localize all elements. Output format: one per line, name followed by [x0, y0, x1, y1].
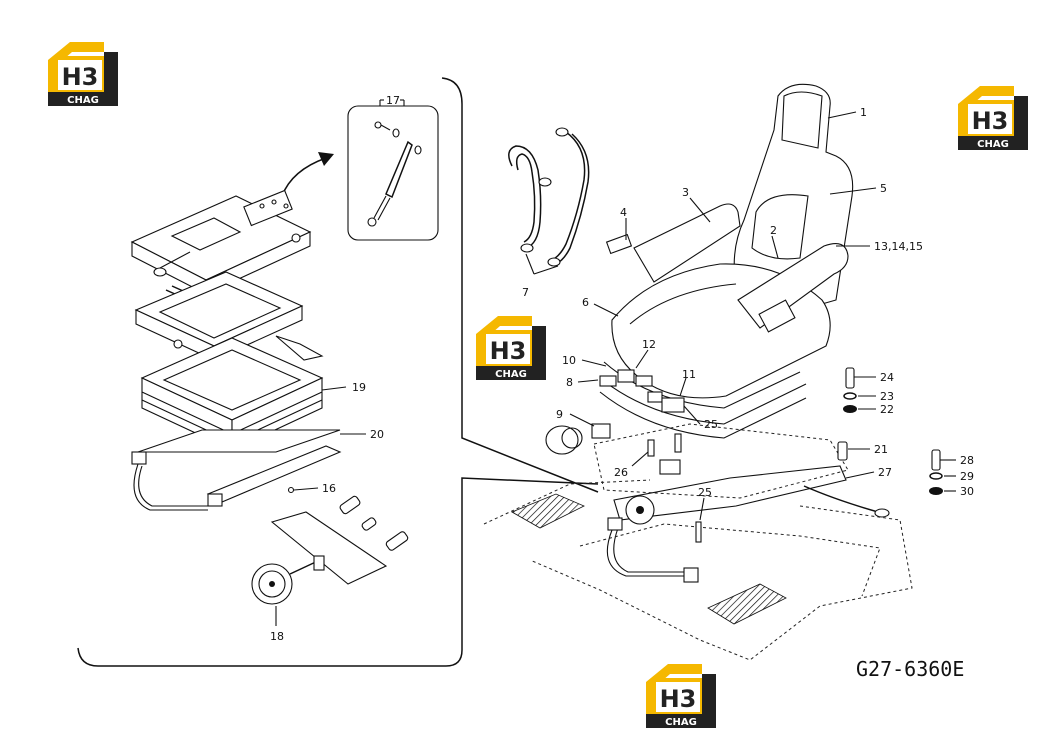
part-label: 13,14,15: [874, 240, 923, 253]
part-label: 28: [960, 454, 974, 467]
part-label: 29: [960, 470, 974, 483]
logo-top-text: H3: [62, 63, 99, 91]
arrow-head-icon: [318, 152, 334, 166]
part-label: 9: [556, 408, 563, 421]
ground-wire: [803, 485, 879, 513]
brand-logo: H3 CHAG: [48, 42, 118, 106]
right-armrest: [737, 243, 849, 333]
part-label: 22: [880, 403, 894, 416]
logo-bottom-text: CHAG: [977, 139, 1009, 150]
logo-top-text: H3: [660, 685, 697, 713]
hardware-set-a: [647, 367, 857, 543]
suspension-top-plate: [130, 189, 312, 295]
part-label: 18: [270, 630, 284, 643]
logo-top-text: H3: [972, 107, 1009, 135]
part-label: 25: [704, 418, 718, 431]
left-armrest: [605, 203, 741, 283]
part-label: 3: [682, 186, 689, 199]
part-label: 26: [614, 466, 628, 479]
drawing-code: G27-6360E: [856, 657, 964, 681]
brand-logo: H3 CHAG: [646, 664, 716, 728]
logo-top-text: H3: [490, 337, 527, 365]
cab-floor: [483, 479, 913, 661]
seat-base: [593, 423, 849, 583]
detail-boundary: [77, 77, 599, 667]
scissor-mechanism: [134, 271, 324, 361]
part-label: 6: [582, 296, 589, 309]
part-label: 19: [352, 381, 366, 394]
spring-set: [287, 486, 409, 551]
part-label: 20: [370, 428, 384, 441]
logo-bottom-text: CHAG: [495, 369, 527, 380]
part-label: 7: [522, 286, 529, 299]
part-label: 17: [386, 94, 400, 107]
part-label: 12: [642, 338, 656, 351]
gas-spring-inset: [347, 99, 439, 241]
ground-straps: [508, 127, 590, 267]
part-label: 11: [682, 368, 696, 381]
brand-logo: H3 CHAG: [958, 86, 1028, 150]
part-label: 4: [620, 206, 627, 219]
slide-rail: [131, 429, 342, 511]
leader-lines: [275, 111, 956, 626]
adjust-knob-assembly: [251, 511, 388, 605]
part-label: 24: [880, 371, 894, 384]
part-label: 25: [698, 486, 712, 499]
part-label: 10: [562, 354, 576, 367]
part-label: 8: [566, 376, 573, 389]
part-label: 1: [860, 106, 867, 119]
part-label: 21: [874, 443, 888, 456]
logo-bottom-text: CHAG: [665, 717, 697, 728]
seat-controls: [545, 369, 685, 475]
part-label: 2: [770, 224, 777, 237]
part-label: 5: [880, 182, 887, 195]
brand-logo: H3 CHAG: [476, 316, 546, 380]
logo-bottom-text: CHAG: [67, 95, 99, 106]
part-label: 30: [960, 485, 974, 498]
part-label: 16: [322, 482, 336, 495]
part-label: 23: [880, 390, 894, 403]
part-labels: 1 2 3 4 5 6 7 8 9 10 11 12 13,14,15 16 1…: [270, 94, 974, 643]
part-label: 27: [878, 466, 892, 479]
detail-arrow: [281, 157, 327, 197]
hardware-set-b: [929, 449, 943, 495]
ground-lug: [874, 508, 890, 518]
